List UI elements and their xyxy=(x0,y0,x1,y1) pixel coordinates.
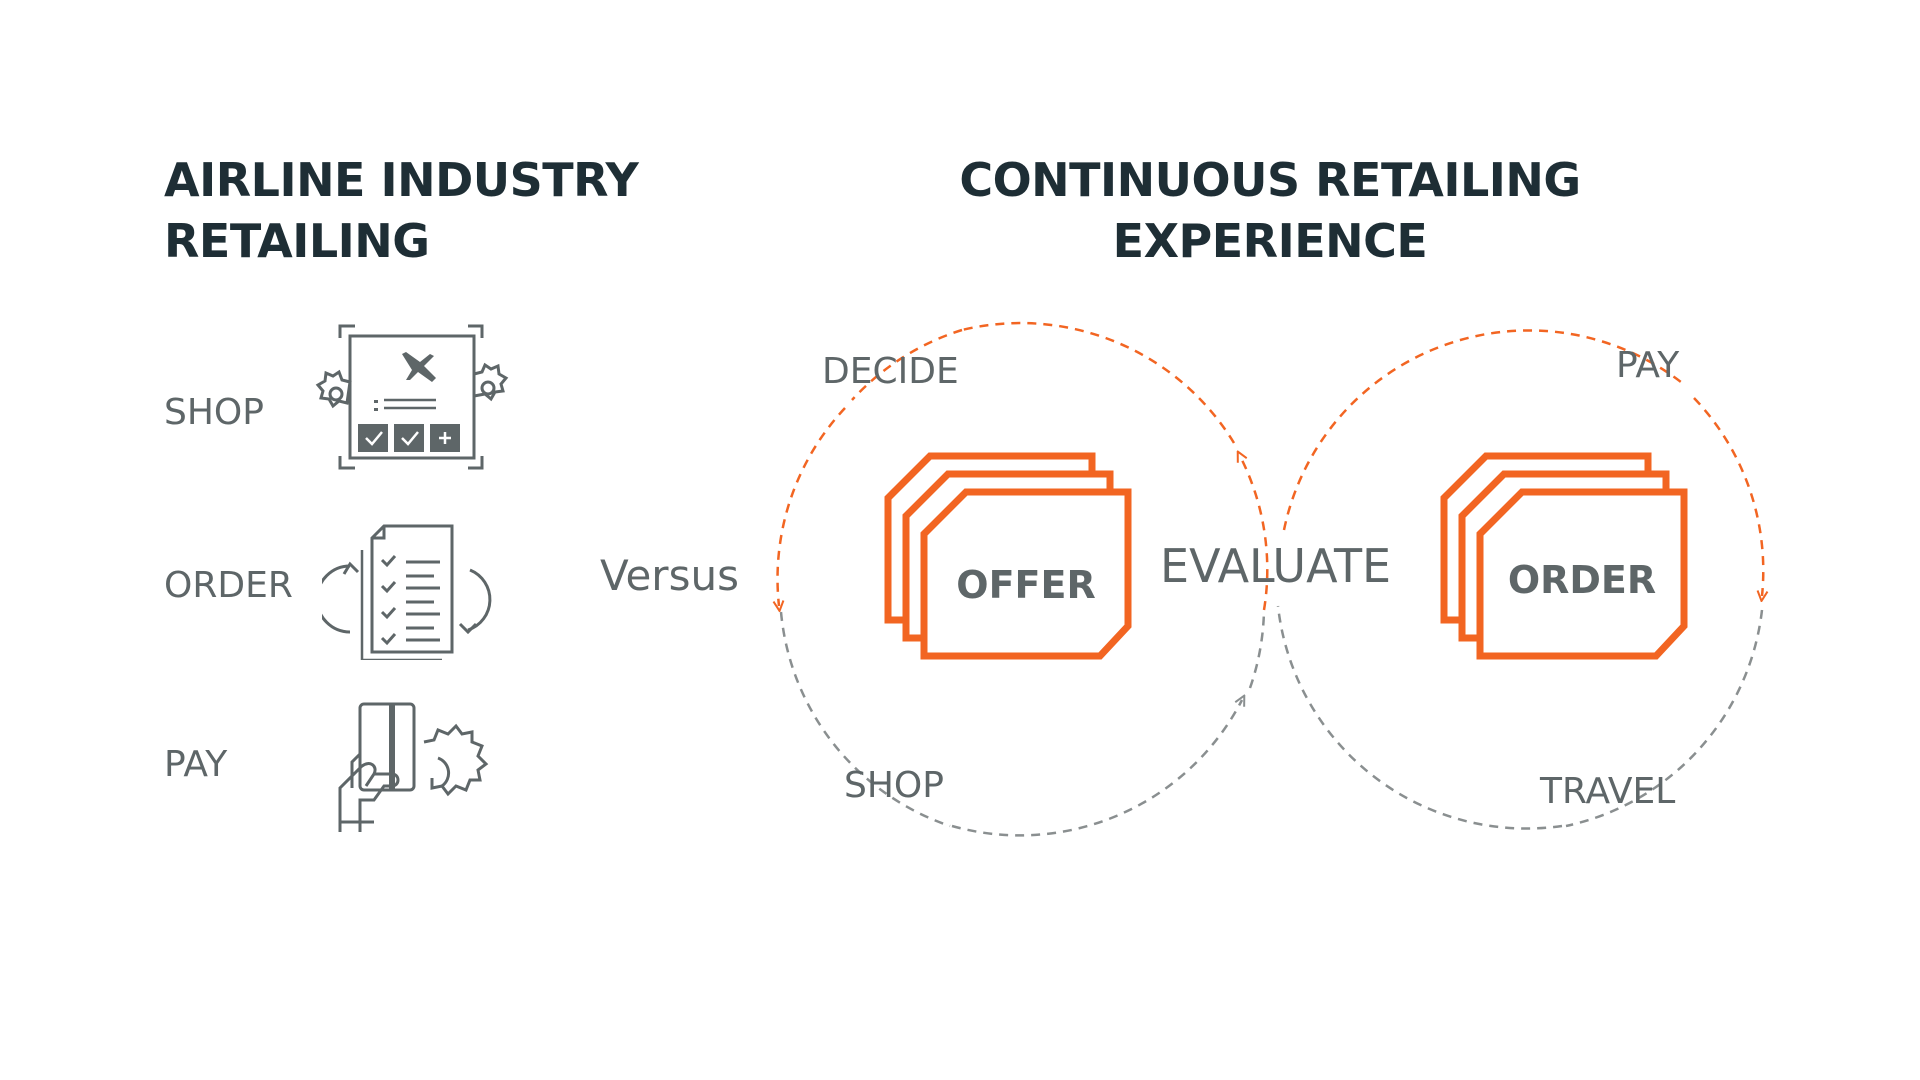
arc-shop-end xyxy=(1248,609,1266,689)
cycle-label-decide: DECIDE xyxy=(822,351,959,392)
arc-decide-to-decide xyxy=(851,328,963,401)
right-title-line-1: CONTINUOUS RETAILING xyxy=(959,153,1581,207)
cycle-label-shop: SHOP xyxy=(844,765,944,806)
step-label-order: ORDER xyxy=(164,565,293,606)
flight-search-icon xyxy=(315,324,509,470)
cycle-label-travel: TRAVEL xyxy=(1540,771,1676,812)
offer-card-stack xyxy=(884,452,1132,660)
arc-pay-left xyxy=(1282,329,1687,531)
left-section-title: AIRLINE INDUSTRY RETAILING xyxy=(164,150,639,272)
cycle-label-pay: PAY xyxy=(1616,345,1680,386)
left-title-line-2: RETAILING xyxy=(164,214,430,268)
left-title-line-1: AIRLINE INDUSTRY xyxy=(164,153,639,207)
step-label-shop: SHOP xyxy=(164,392,264,433)
offer-box-label: OFFER xyxy=(956,563,1096,607)
arc-pay-down xyxy=(1693,397,1763,596)
checklist-document-icon xyxy=(322,524,492,660)
arc-travel-left xyxy=(1276,605,1563,830)
arc-decide-down xyxy=(778,407,846,606)
order-card-stack xyxy=(1440,452,1688,660)
order-box-label: ORDER xyxy=(1507,558,1657,602)
arc-evaluate-up xyxy=(1240,456,1269,611)
versus-label: Versus xyxy=(600,551,739,600)
arc-shop-left xyxy=(779,611,951,828)
step-label-pay: PAY xyxy=(164,744,228,785)
cycle-label-evaluate: EVALUATE xyxy=(1160,539,1392,593)
arc-shop-up xyxy=(951,700,1242,837)
card-payment-icon xyxy=(338,702,489,832)
right-section-title: CONTINUOUS RETAILING EXPERIENCE xyxy=(880,150,1660,272)
right-title-line-2: EXPERIENCE xyxy=(1112,214,1428,268)
arc-top-left xyxy=(961,321,1236,444)
